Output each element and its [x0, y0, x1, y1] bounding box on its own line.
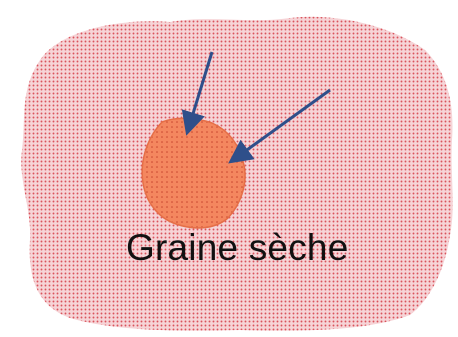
seed-shape [142, 118, 245, 228]
diagram-caption: Graine sèche [126, 226, 348, 270]
